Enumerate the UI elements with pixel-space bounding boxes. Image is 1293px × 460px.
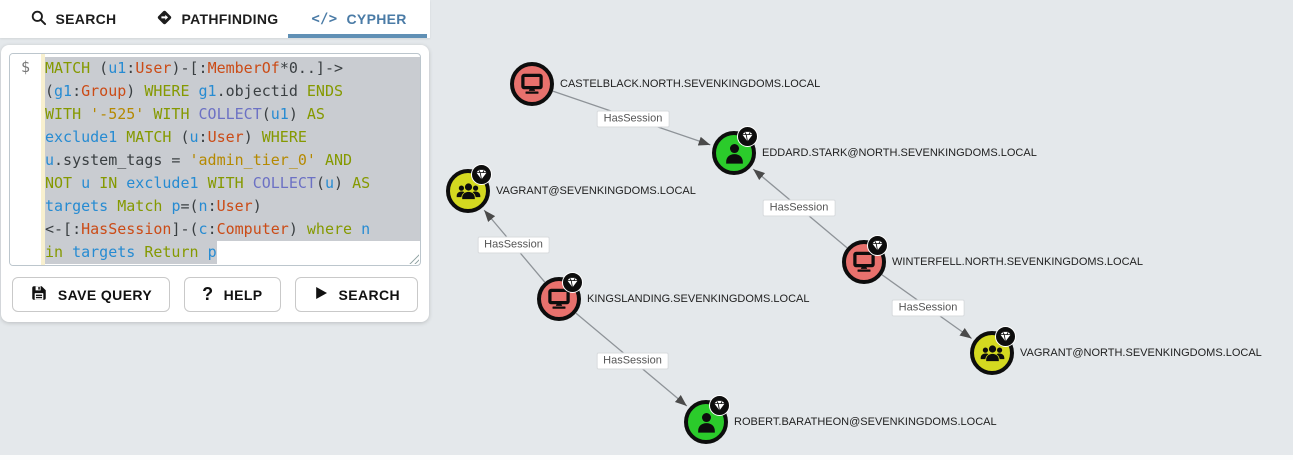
question-icon: ? <box>202 284 214 304</box>
editor-prompt: $ <box>10 54 41 265</box>
graph-node-castelblack[interactable]: CASTELBLACK.NORTH.SEVENKINGDOMS.LOCAL <box>510 62 820 106</box>
code-line: (g1:Group) WHERE g1.objectid ENDS <box>45 80 420 103</box>
editor-margin-strip <box>41 54 45 265</box>
query-actions: SAVE QUERY ? HELP SEARCH <box>9 277 421 312</box>
help-button[interactable]: ? HELP <box>184 277 281 312</box>
graph-node-vagrant_north[interactable]: VAGRANT@NORTH.SEVENKINGDOMS.LOCAL <box>970 326 1262 375</box>
node-label: CASTELBLACK.NORTH.SEVENKINGDOMS.LOCAL <box>560 78 821 90</box>
code-line: <-[:HasSession]-(c:Computer) where n <box>45 218 420 241</box>
button-label: HELP <box>223 286 263 303</box>
tab-bar: SEARCH PATHFINDING </> CYPHER <box>0 0 430 38</box>
person-icon <box>721 140 748 167</box>
code-line: in targets Return p <box>45 241 420 264</box>
group-icon <box>455 178 482 205</box>
graph-node-vagrant_sk[interactable]: VAGRANT@SEVENKINGDOMS.LOCAL <box>446 164 696 213</box>
code-line: u.system_tags = 'admin_tier_0' AND <box>45 149 420 172</box>
person-icon <box>693 409 720 436</box>
cypher-code: MATCH (u1:User)-[:MemberOf*0..]->(g1:Gro… <box>45 54 420 265</box>
node-label: VAGRANT@SEVENKINGDOMS.LOCAL <box>496 185 696 197</box>
button-label: SAVE QUERY <box>57 286 153 303</box>
node-label: ROBERT.BARATHEON@SEVENKINGDOMS.LOCAL <box>734 416 997 428</box>
save-query-button[interactable]: SAVE QUERY <box>11 277 171 312</box>
button-label: SEARCH <box>338 286 401 303</box>
cypher-editor[interactable]: $ MATCH (u1:User)-[:MemberOf*0..]->(g1:G… <box>9 53 421 266</box>
run-search-button[interactable]: SEARCH <box>294 277 419 312</box>
tab-label: CYPHER <box>346 11 407 27</box>
tab-label: PATHFINDING <box>181 11 279 27</box>
gem-icon <box>709 395 730 416</box>
gem-icon <box>867 235 888 256</box>
group-icon <box>979 340 1006 367</box>
graph-node-kingslanding[interactable]: KINGSLANDING.SEVENKINGDOMS.LOCAL <box>537 272 810 321</box>
node-label: KINGSLANDING.SEVENKINGDOMS.LOCAL <box>587 293 810 305</box>
code-line: exclude1 MATCH (u:User) WHERE <box>45 126 420 149</box>
active-tab-indicator <box>288 34 427 38</box>
graph-node-winterfell[interactable]: WINTERFELL.NORTH.SEVENKINGDOMS.LOCAL <box>842 235 1143 284</box>
edge-label[interactable]: HasSession <box>596 110 670 127</box>
play-icon <box>313 285 329 304</box>
edge-label[interactable]: HasSession <box>596 352 669 369</box>
monitor-icon <box>851 249 877 275</box>
monitor-icon <box>546 286 572 312</box>
gem-icon <box>471 164 492 185</box>
cypher-query-panel: $ MATCH (u1:User)-[:MemberOf*0..]->(g1:G… <box>1 45 429 322</box>
code-line: targets Match p=(n:User) <box>45 195 420 218</box>
bottom-edge-strip <box>0 455 1293 460</box>
save-icon <box>30 284 48 305</box>
edge-label[interactable]: HasSession <box>477 236 550 254</box>
monitor-icon <box>519 71 545 97</box>
tab-label: SEARCH <box>55 11 117 27</box>
tab-search[interactable]: SEARCH <box>0 0 146 38</box>
edge-label[interactable]: HasSession <box>762 199 836 216</box>
graph-node-robert[interactable]: ROBERT.BARATHEON@SEVENKINGDOMS.LOCAL <box>684 395 997 444</box>
gem-icon <box>562 272 583 293</box>
directions-icon <box>156 9 173 29</box>
code-line: MATCH (u1:User)-[:MemberOf*0..]-> <box>45 57 420 80</box>
node-label: EDDARD.STARK@NORTH.SEVENKINGDOMS.LOCAL <box>762 147 1037 159</box>
gem-icon <box>737 126 758 147</box>
tab-cypher[interactable]: </> CYPHER <box>288 0 430 38</box>
node-label: VAGRANT@NORTH.SEVENKINGDOMS.LOCAL <box>1020 347 1262 359</box>
edge-label[interactable]: HasSession <box>891 299 965 316</box>
tab-pathfinding[interactable]: PATHFINDING <box>146 0 288 38</box>
graph-node-eddard[interactable]: EDDARD.STARK@NORTH.SEVENKINGDOMS.LOCAL <box>712 126 1037 175</box>
search-icon <box>30 9 47 29</box>
resize-handle[interactable] <box>408 253 419 264</box>
gem-icon <box>995 326 1016 347</box>
node-label: WINTERFELL.NORTH.SEVENKINGDOMS.LOCAL <box>892 256 1144 268</box>
code-icon: </> <box>311 11 338 27</box>
code-line: WITH '-525' WITH COLLECT(u1) AS <box>45 103 420 126</box>
code-line: NOT u IN exclude1 WITH COLLECT(u) AS <box>45 172 420 195</box>
